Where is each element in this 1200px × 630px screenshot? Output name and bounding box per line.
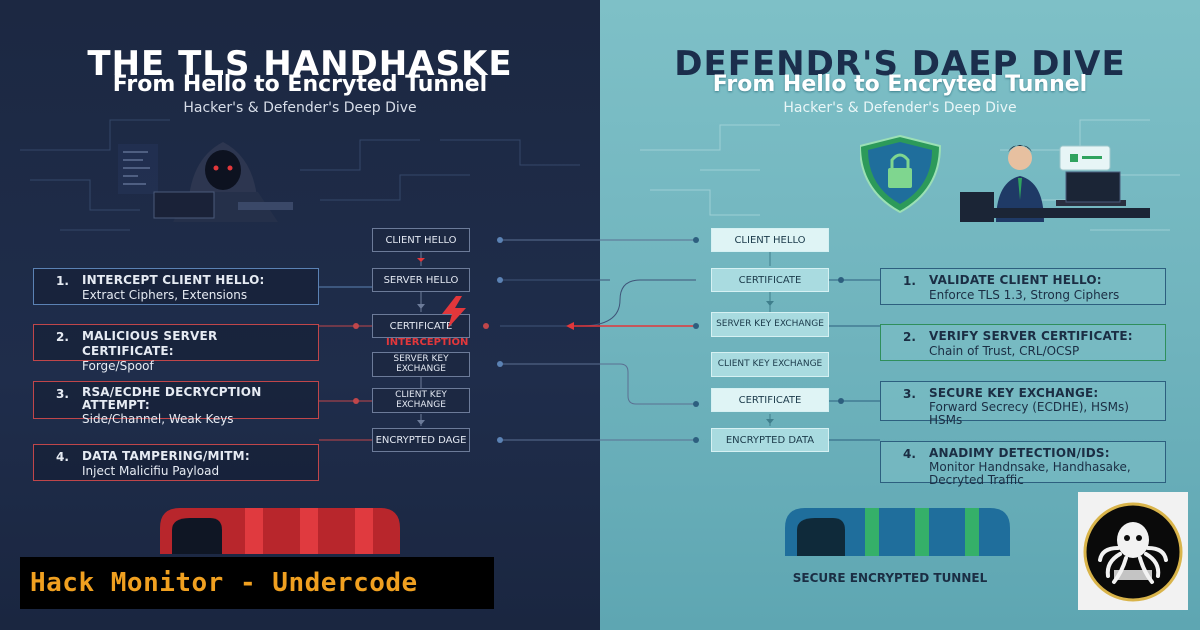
right-flow-certificate: CERTIFICATE xyxy=(711,268,829,292)
brand-banner: Hack Monitor - Undercode xyxy=(20,557,494,609)
card-subtitle: Inject Malicifiu Payload xyxy=(82,464,220,478)
defense-card-3: 3. SECURE KEY EXCHANGE: Forward Secrecy … xyxy=(880,381,1166,426)
card-subtitle: Monitor Handnsake, Handhasake, Decryted … xyxy=(929,460,1131,487)
right-title: DEFENDR'S DAEP DIVE xyxy=(674,44,1126,84)
card-title: VERIFY SERVER CERTIFICATE: xyxy=(929,329,1133,343)
attack-card-4: 4. DATA TAMPERING/MITM: Inject Malicifiu… xyxy=(33,444,319,481)
interception-label: INTERCEPTION xyxy=(386,337,469,348)
attack-card-3: 3. RSA/ECDHE DECRYCPTION ATTEMPT: Side/C… xyxy=(33,381,319,426)
card-subtitle: Side/Channel, Weak Keys xyxy=(82,412,234,427)
left-subtitle: From Hello to Encryted Tunnel xyxy=(112,72,488,97)
left-tagline: Hacker's & Defender's Deep Dive xyxy=(183,100,417,116)
card-title: INTERCEPT CLIENT HELLO: xyxy=(82,273,265,287)
card-subtitle: Chain of Trust, CRL/OCSP xyxy=(929,344,1080,358)
defender-illustration xyxy=(860,134,1150,222)
left-flow-certificate: CERTIFICATE xyxy=(372,314,470,338)
card-number: 1. xyxy=(903,274,916,288)
left-flow-server-key-exchange: SERVER KEY EXCHANGE xyxy=(372,352,470,377)
card-title: RSA/ECDHE DECRYCPTION ATTEMPT: xyxy=(82,385,262,413)
card-subtitle: Enforce TLS 1.3, Strong Ciphers xyxy=(929,288,1120,302)
left-flow-client-hello: CLIENT HELLO xyxy=(372,228,470,252)
left-flow-client-key-exchange: CLIENT KEY EXCHANGE xyxy=(372,388,470,413)
defense-card-2: 2. VERIFY SERVER CERTIFICATE: Chain of T… xyxy=(880,324,1166,361)
lightning-icon xyxy=(442,296,466,328)
card-title: ANADIMY DETECTION/IDS: xyxy=(929,446,1110,460)
card-subtitle: Extract Ciphers, Extensions xyxy=(82,288,248,302)
compromised-tunnel-illustration xyxy=(160,508,400,554)
left-title: THE TLS HANDHASKE xyxy=(87,44,513,84)
card-title: SECURE KEY EXCHANGE: xyxy=(929,386,1099,400)
right-tagline: Hacker's & Defender's Deep Dive xyxy=(783,100,1017,116)
card-title: MALICIOUS SERVER CERTIFICATE: xyxy=(82,329,218,358)
card-number: 2. xyxy=(903,330,916,344)
card-number: 1. xyxy=(56,274,69,288)
hacker-illustration xyxy=(118,142,293,222)
tunnel-caption: SECURE ENCRYPTED TUNNEL xyxy=(792,571,988,585)
card-number: 3. xyxy=(903,387,916,401)
defense-card-4: 4. ANADIMY DETECTION/IDS: Monitor Handns… xyxy=(880,441,1166,487)
card-title: DATA TAMPERING/MITM: xyxy=(82,449,250,463)
right-subtitle: From Hello to Encryted Tunnel xyxy=(712,72,1088,97)
card-number: 3. xyxy=(56,387,69,401)
right-flow-server-key-exchange: SERVER KEY EXCHANGE xyxy=(711,312,829,337)
left-flow-encrypted: ENCRYPTED DAGE xyxy=(372,428,470,452)
right-flow-encrypted: ENCRYPTED DATA xyxy=(711,428,829,452)
right-flow-certificate-2: CERTIFICATE xyxy=(711,388,829,412)
right-flow-client-key-exchange: CLIENT KEY EXCHANGE xyxy=(711,352,829,377)
card-number: 4. xyxy=(903,447,916,461)
card-number: 4. xyxy=(56,450,69,464)
card-subtitle: Forward Secrecy (ECDHE), HSMs) HSMs xyxy=(929,400,1129,427)
card-title: VALIDATE CLIENT HELLO: xyxy=(929,273,1102,287)
left-flow-server-hello: SERVER HELLO xyxy=(372,268,470,292)
octopus-logo-icon xyxy=(1078,492,1188,610)
right-flow-client-hello: CLIENT HELLO xyxy=(711,228,829,252)
card-number: 2. xyxy=(56,330,69,344)
defense-card-1: 1. VALIDATE CLIENT HELLO: Enforce TLS 1.… xyxy=(880,268,1166,305)
card-subtitle: Forge/Spoof xyxy=(82,359,154,373)
attack-card-2: 2. MALICIOUS SERVER CERTIFICATE: Forge/S… xyxy=(33,324,319,373)
secure-tunnel-illustration xyxy=(785,508,1010,556)
attack-card-1: 1. INTERCEPT CLIENT HELLO: Extract Ciphe… xyxy=(33,268,319,305)
